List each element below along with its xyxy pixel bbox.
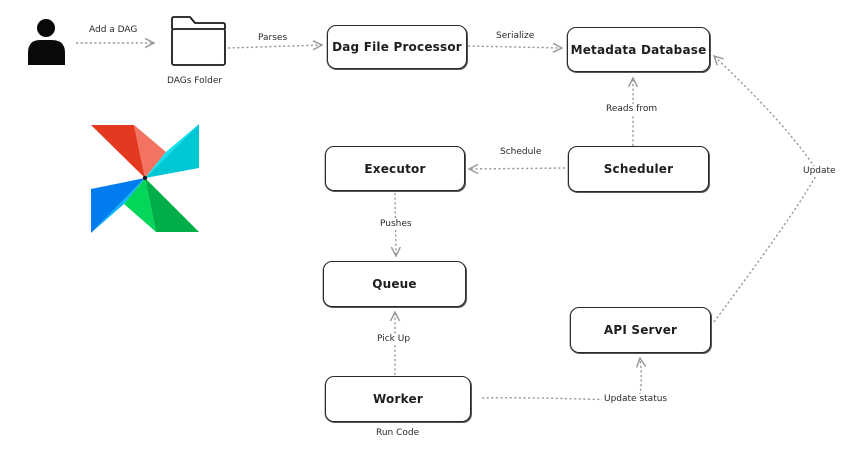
edge-label-serialize: Serialize [494,31,537,42]
node-metadata-database: Metadata Database [567,27,710,72]
node-executor: Executor [325,146,465,191]
edge-label-pushes: Pushes [378,219,414,230]
node-api-server: API Server [570,307,711,353]
edge-label-pick-up: Pick Up [375,334,413,345]
node-dag-file-processor: Dag File Processor [327,25,467,69]
node-worker: Worker [325,376,471,422]
node-label: Scheduler [603,162,674,176]
edge-label-add-dag: Add a DAG [87,25,140,36]
edge-update [714,56,819,323]
edge-label-schedule: Schedule [498,147,544,158]
edge-parses [227,45,322,48]
node-label: Metadata Database [570,42,707,57]
dags-folder-caption: DAGs Folder [165,76,225,87]
edge-label-parses: Parses [256,33,290,44]
edge-update-status [481,358,641,401]
node-label: Dag File Processor [332,40,462,54]
node-label: Worker [373,392,423,406]
edge-label-reads-from: Reads from [604,104,660,115]
edge-schedule [469,168,566,169]
airflow-pinwheel-logo [91,124,199,233]
edge-label-update-status: Update status [602,394,670,405]
user-icon [28,19,65,65]
node-label: Queue [372,277,417,291]
node-queue: Queue [323,261,466,307]
node-label: Executor [364,161,426,176]
folder-icon [171,16,226,66]
edge-serialize [467,46,562,48]
edge-label-update: Update [801,166,838,177]
node-label: API Server [603,323,678,337]
edge-pushes [395,192,396,256]
run-code-caption: Run Code [374,428,422,439]
node-scheduler: Scheduler [568,146,709,192]
